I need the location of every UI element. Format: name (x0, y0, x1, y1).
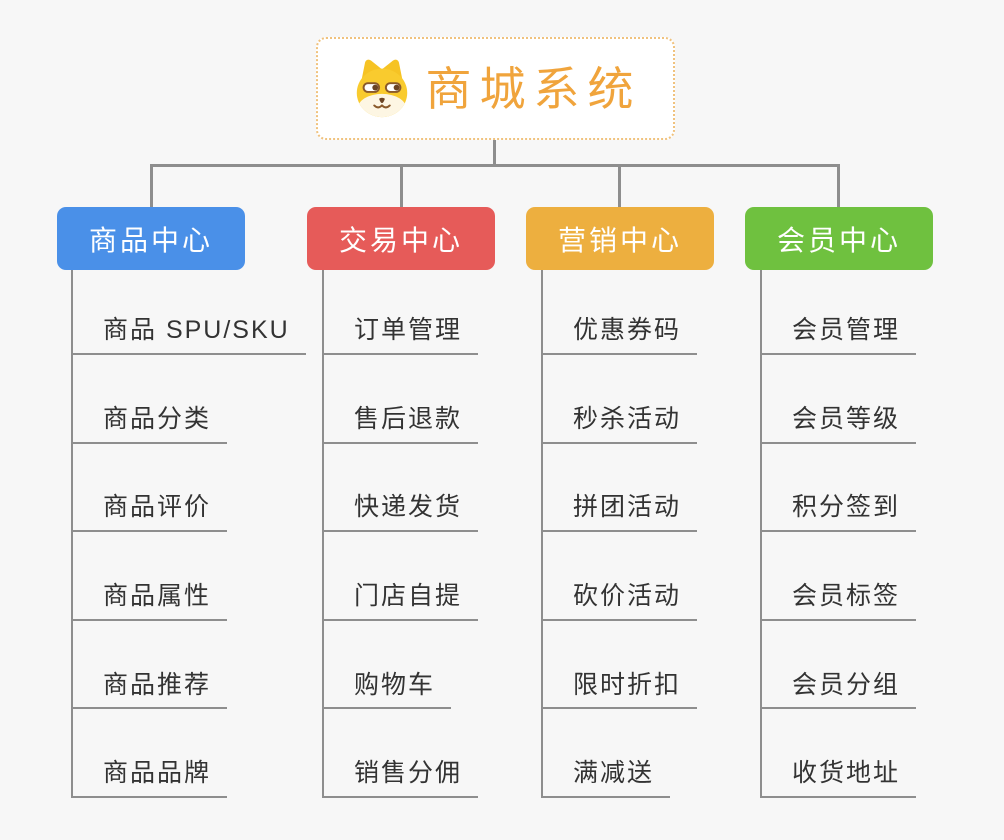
dog-icon (350, 57, 414, 121)
branch-children-marketing-center: 优惠券码 秒杀活动 拼团活动 砍价活动 限时折扣 满减送 (541, 270, 698, 798)
branch-node-product-center[interactable]: 商品中心 (57, 207, 245, 270)
child-topic[interactable]: 门店自提 (324, 532, 479, 621)
child-topic[interactable]: 砍价活动 (543, 532, 698, 621)
child-topic[interactable]: 会员分组 (762, 621, 917, 710)
child-topic[interactable]: 拼团活动 (543, 444, 698, 533)
branch-children-product-center: 商品 SPU/SKU 商品分类 商品评价 商品属性 商品推荐 商品品牌 (71, 270, 306, 798)
child-topic[interactable]: 商品推荐 (73, 621, 228, 710)
root-topic-label: 商城系统 (425, 62, 642, 115)
branch-node-trade-center[interactable]: 交易中心 (307, 207, 495, 270)
connector-branch-stub (618, 165, 621, 207)
child-topic[interactable]: 购物车 (324, 621, 452, 710)
child-topic[interactable]: 秒杀活动 (543, 355, 698, 444)
child-topic[interactable]: 商品分类 (73, 355, 228, 444)
child-topic[interactable]: 售后退款 (324, 355, 479, 444)
child-topic[interactable]: 商品 SPU/SKU (73, 270, 306, 355)
branch-children-trade-center: 订单管理 售后退款 快递发货 门店自提 购物车 销售分佣 (322, 270, 479, 798)
child-topic[interactable]: 积分签到 (762, 444, 917, 533)
child-topic[interactable]: 限时折扣 (543, 621, 698, 710)
child-topic[interactable]: 商品属性 (73, 532, 228, 621)
branch-label: 交易中心 (338, 224, 463, 256)
child-topic[interactable]: 会员等级 (762, 355, 917, 444)
connector-branch-stub (150, 165, 153, 207)
child-topic[interactable]: 会员标签 (762, 532, 917, 621)
branch-node-member-center[interactable]: 会员中心 (745, 207, 933, 270)
child-topic[interactable]: 优惠券码 (543, 270, 698, 355)
branch-label: 会员中心 (776, 224, 901, 256)
connector-rail (150, 164, 840, 167)
branch-children-member-center: 会员管理 会员等级 积分签到 会员标签 会员分组 收货地址 (760, 270, 917, 798)
connector-branch-stub (837, 165, 840, 207)
child-topic[interactable]: 会员管理 (762, 270, 917, 355)
child-topic[interactable]: 收货地址 (762, 709, 917, 798)
branch-node-marketing-center[interactable]: 营销中心 (526, 207, 714, 270)
branch-label: 营销中心 (557, 224, 682, 256)
branch-label: 商品中心 (88, 224, 213, 256)
connector-root-stub (493, 140, 496, 166)
child-topic[interactable]: 商品品牌 (73, 709, 228, 798)
child-topic[interactable]: 快递发货 (324, 444, 479, 533)
child-topic[interactable]: 订单管理 (324, 270, 479, 355)
child-topic[interactable]: 销售分佣 (324, 709, 479, 798)
root-topic[interactable]: 商城系统 (316, 37, 675, 140)
child-topic[interactable]: 满减送 (543, 709, 671, 798)
child-topic[interactable]: 商品评价 (73, 444, 228, 533)
connector-branch-stub (400, 165, 403, 207)
